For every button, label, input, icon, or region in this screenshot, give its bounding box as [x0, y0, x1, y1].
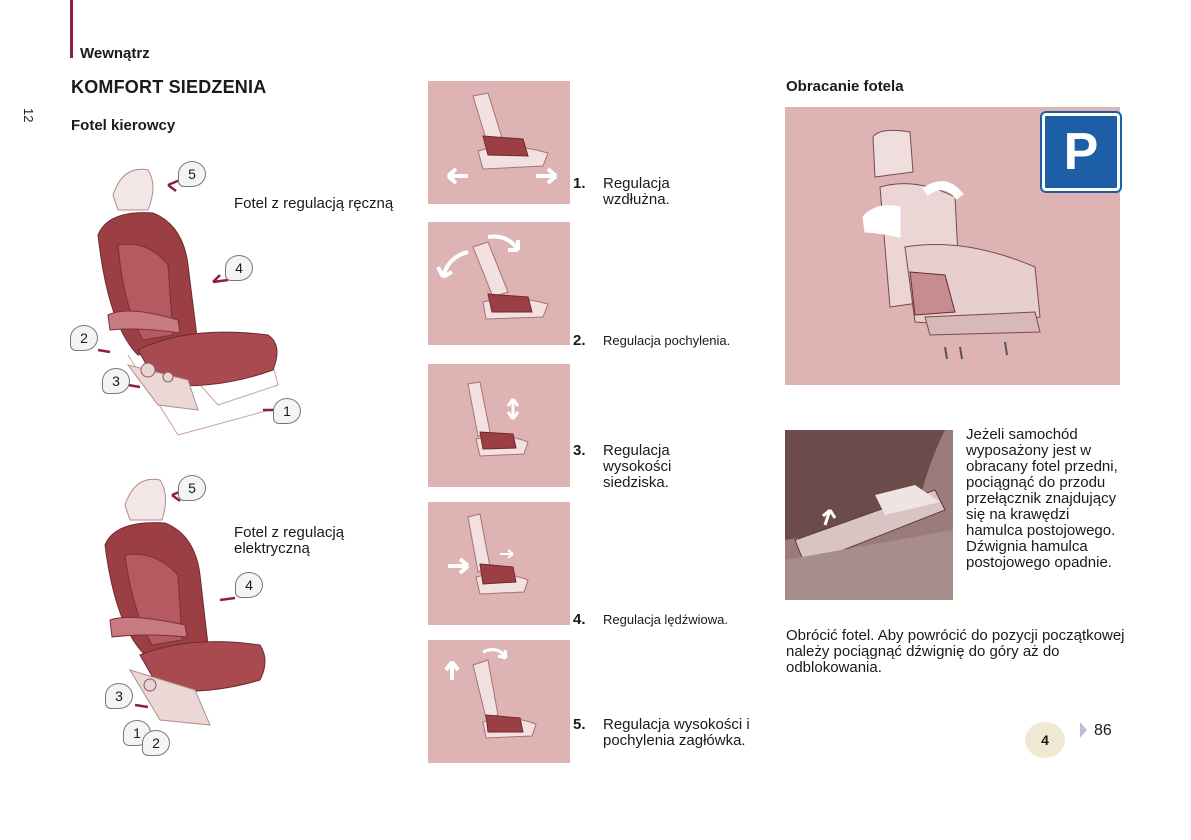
callout-3: 3	[102, 368, 130, 394]
adjustment-panel-recline	[428, 222, 570, 345]
page-arrow-icon	[1080, 722, 1087, 738]
rotation-paragraph-1-text: Jeżeli samochód wyposażony jest w obraca…	[966, 426, 1118, 571]
adjustment-1-label: 1.Regulacja wzdłużna.	[573, 175, 670, 208]
rotation-paragraph-1: Jeżeli samochód wyposażony jest w obraca…	[966, 427, 1126, 571]
adjustment-panel-headrest	[428, 640, 570, 763]
parking-brake-photo	[785, 430, 953, 600]
callout-4: 4	[235, 572, 263, 598]
manual-seat-illustration: 5 4 2 3 1	[68, 155, 313, 445]
page-number: 86	[1094, 722, 1112, 739]
section-subtitle: Fotel kierowcy	[71, 117, 176, 134]
callout-5: 5	[178, 475, 206, 501]
parking-sign-icon: P	[1040, 111, 1122, 193]
adjustment-3-label: 3.Regulacja wysokości siedziska.	[573, 442, 672, 491]
callout-4: 4	[225, 255, 253, 281]
callout-2: 2	[70, 325, 98, 351]
adjustment-panel-longitudinal	[428, 81, 570, 204]
electric-seat-caption: Fotel z regulacją elektryczną	[234, 524, 345, 557]
adjustment-panel-lumbar	[428, 502, 570, 625]
page-title: KOMFORT SIEDZENIA	[71, 77, 267, 97]
adjustment-5-label: 5.Regulacja wysokości i pochylenia zagłó…	[573, 716, 750, 749]
adjustment-panel-height	[428, 364, 570, 487]
adjustment-4-label: 4.Regulacja lędźwiowa.	[573, 611, 729, 628]
chapter-badge: 4	[1025, 722, 1065, 758]
callout-1: 1	[273, 398, 301, 424]
adjustment-2-label: 2.Regulacja pochylenia.	[573, 332, 731, 349]
callout-5: 5	[178, 161, 206, 187]
callout-2: 2	[142, 730, 170, 756]
section-header: Wewnątrz	[80, 45, 150, 62]
callout-3: 3	[105, 683, 133, 709]
manual-seat-caption: Fotel z regulacją ręczną	[234, 195, 394, 212]
rotation-title: Obracanie fotela	[786, 78, 904, 95]
electric-seat-illustration: 5 4 3 1 2	[90, 475, 290, 760]
side-page-number: 12	[21, 108, 36, 123]
section-accent-bar	[70, 0, 73, 58]
rotation-paragraph-2: Obrócić fotel. Aby powrócić do pozycji p…	[786, 627, 1125, 676]
